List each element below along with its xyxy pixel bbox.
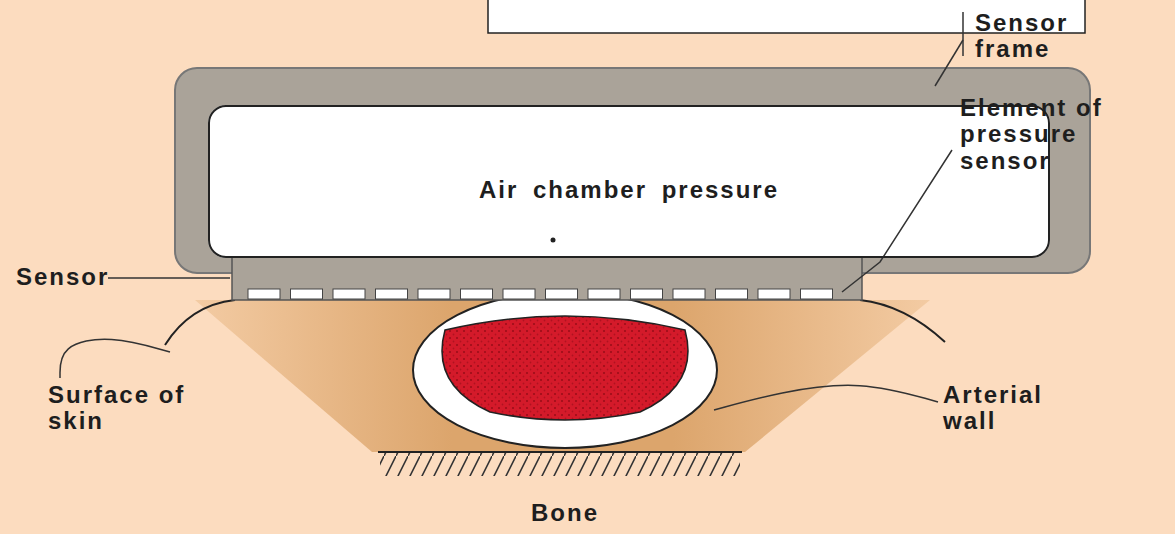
- skin-surface: [165, 300, 235, 345]
- sensor-element: [801, 289, 833, 299]
- bone-hatch: [380, 452, 740, 476]
- leader-lines: [60, 12, 963, 410]
- part-label: Arterial wall: [943, 382, 1093, 435]
- sensor-element: [291, 289, 323, 299]
- sensor-frame: [175, 68, 1090, 273]
- sensor-element: [418, 289, 450, 299]
- sensor: [232, 255, 862, 300]
- arterial-wall: [413, 292, 717, 448]
- leader-line: [842, 150, 952, 292]
- bone-surface: [378, 451, 742, 453]
- sensor-element: [546, 289, 578, 299]
- air-chamber: [208, 105, 1050, 258]
- pressure-dot: [551, 238, 556, 243]
- leader-line: [108, 277, 230, 279]
- part-label: Sensor: [16, 264, 136, 290]
- part-label: Element of pressure sensor: [960, 95, 1150, 174]
- sensor-element: [333, 289, 365, 299]
- sensor-element: [248, 289, 280, 299]
- blood: [442, 316, 688, 420]
- sensor-elements: [248, 289, 833, 299]
- part-label: Sensor frame: [975, 10, 1125, 63]
- air-chamber: Air chamber pressure: [208, 105, 1050, 258]
- leader-line: [714, 385, 938, 410]
- leader-line: [935, 40, 963, 86]
- part-label: Surface of skin: [48, 382, 188, 435]
- chamber-label: Air chamber pressure: [479, 177, 779, 203]
- part-label: Bone: [505, 500, 625, 526]
- sensor-element: [716, 289, 748, 299]
- sensor-element: [503, 289, 535, 299]
- leader-line: [60, 339, 170, 378]
- sensor-element: [588, 289, 620, 299]
- sensor-element: [673, 289, 705, 299]
- skin-surface: [860, 300, 945, 342]
- sensor-element: [631, 289, 663, 299]
- sensor-element: [461, 289, 493, 299]
- leader-line: [962, 12, 964, 56]
- sensor-element: [376, 289, 408, 299]
- sensor-element: [758, 289, 790, 299]
